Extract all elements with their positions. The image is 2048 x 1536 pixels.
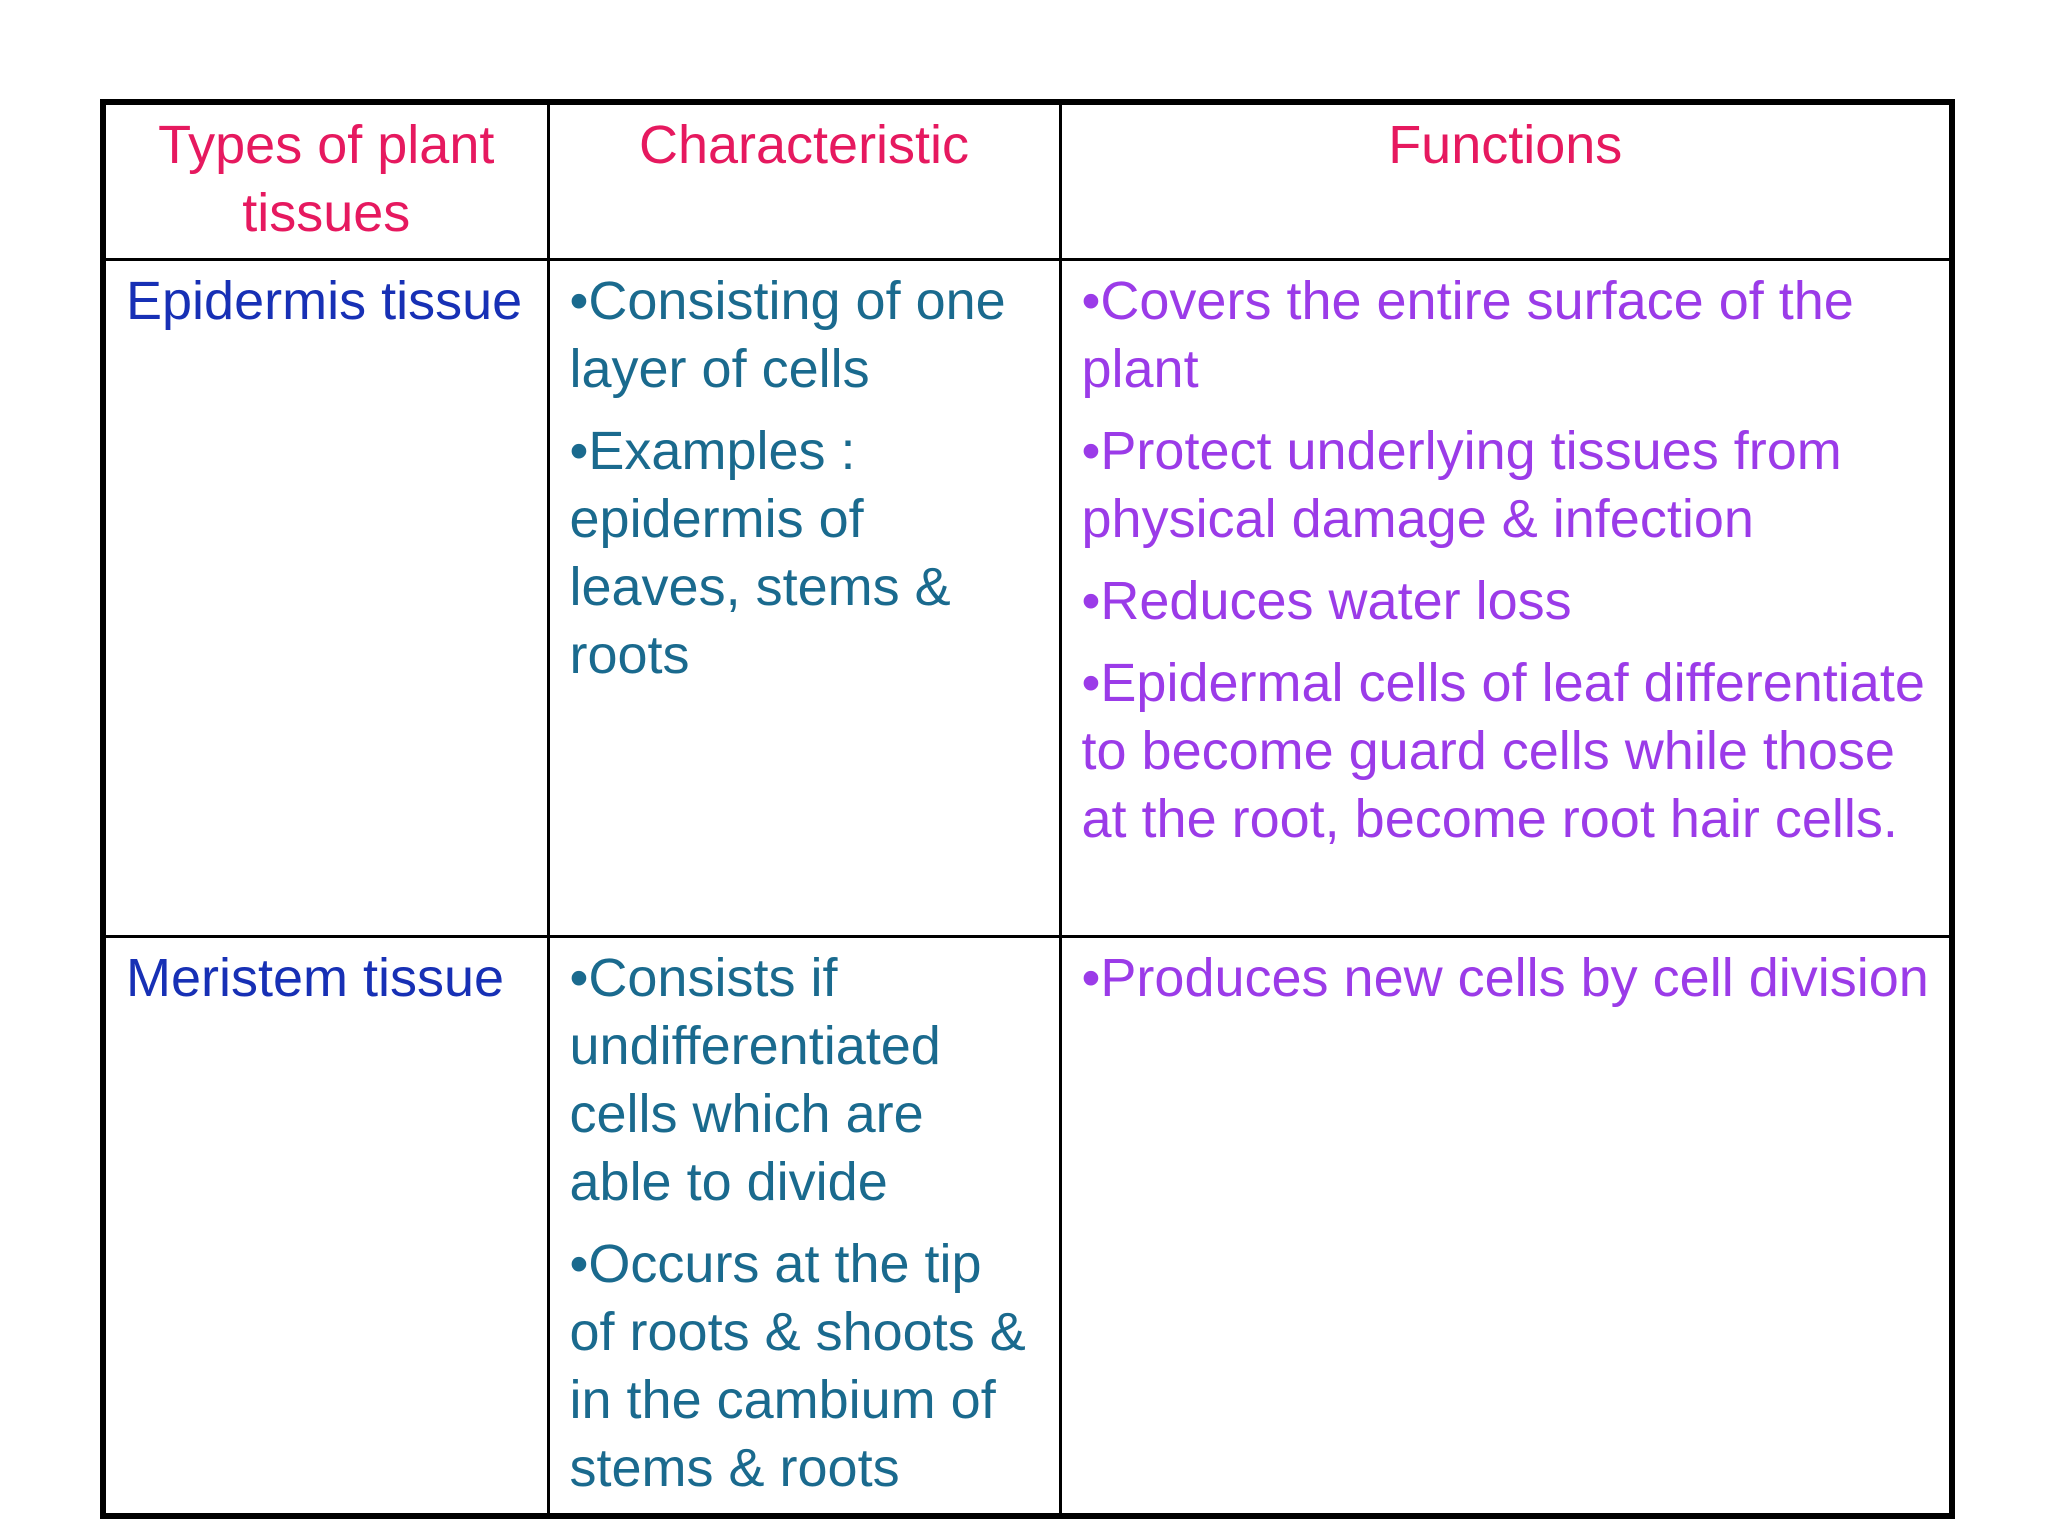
functions-cell-epidermis: •Covers the entire surface of the plant … (1058, 257, 1954, 938)
tissue-name-meristem: Meristem tissue (101, 934, 550, 1518)
characteristic-item: •Examples : epidermis of leaves, stems &… (569, 420, 951, 685)
function-item: •Reduces water loss (1081, 570, 1572, 631)
table-row-epidermis: Epidermis tissue •Consisting of one laye… (101, 257, 1954, 938)
function-item: •Covers the entire surface of the plant (1081, 270, 1854, 399)
plant-tissue-table: Types of plant tissues Characteristic Fu… (100, 99, 1955, 1519)
functions-cell-meristem: •Produces new cells by cell division (1058, 934, 1954, 1518)
header-functions: Functions (1058, 100, 1954, 261)
header-characteristic: Characteristic (546, 100, 1062, 261)
tissue-name-epidermis: Epidermis tissue (101, 257, 550, 938)
characteristics-cell-epidermis: •Consisting of one layer of cells •Examp… (546, 257, 1062, 938)
characteristics-cell-meristem: •Consists if undifferentiated cells whic… (546, 934, 1062, 1518)
header-types-of-plant-tissues: Types of plant tissues (101, 100, 550, 261)
table-row-meristem: Meristem tissue •Consists if undifferent… (101, 934, 1954, 1518)
function-item: •Protect underlying tissues from physica… (1081, 420, 1842, 549)
characteristic-item: •Occurs at the tip of roots & shoots & i… (569, 1233, 1026, 1498)
characteristic-item: •Consists if undifferentiated cells whic… (569, 947, 941, 1212)
function-item: •Produces new cells by cell division (1081, 947, 1929, 1008)
function-item: •Epidermal cells of leaf differentiate t… (1081, 652, 1925, 849)
characteristic-item: •Consisting of one layer of cells (569, 270, 1006, 399)
table-header-row: Types of plant tissues Characteristic Fu… (101, 100, 1954, 261)
